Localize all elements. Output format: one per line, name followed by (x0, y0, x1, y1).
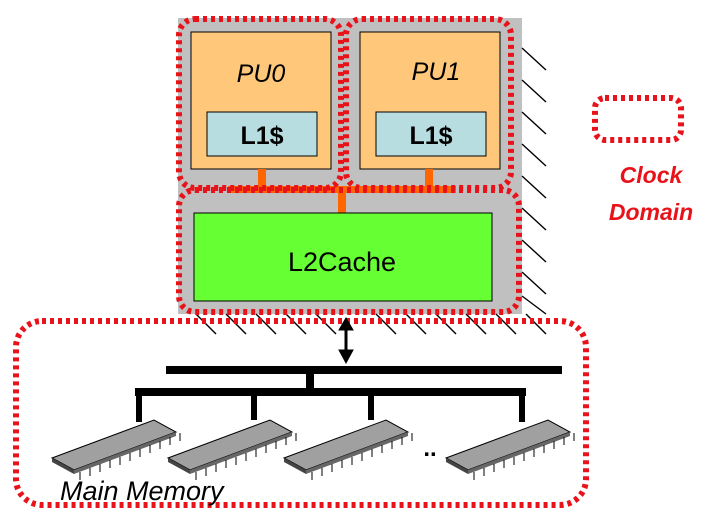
right-hatch-marks (521, 47, 547, 315)
legend-clock-label: Clock (620, 162, 684, 188)
pu0-label: PU0 (237, 60, 286, 88)
pu0-l1-label: L1$ (240, 122, 283, 150)
pu0-l1-box (206, 111, 318, 157)
bidirectional-arrow-icon (338, 317, 354, 365)
clock-domain-l2 (176, 187, 522, 315)
l2-cache-box (193, 212, 493, 302)
main-memory-label: Main Memory (60, 476, 225, 506)
memory-chip-icon (444, 419, 575, 480)
chip-ellipsis: .. (423, 435, 436, 462)
clock-domain-pu0 (176, 16, 344, 191)
memory-chip-icon (282, 419, 413, 480)
legend-domain-label: Domain (609, 199, 693, 225)
memory-chip-icon (50, 419, 181, 480)
clock-domain-outlines (13, 16, 684, 508)
memory-chip-icon (166, 419, 297, 480)
l2-cache-label: L2Cache (288, 247, 396, 277)
clock-domain-main-memory (13, 318, 589, 508)
legend-clock-domain-sample (592, 95, 684, 143)
pu1-l1-box (375, 111, 487, 157)
pu1-label: PU1 (412, 58, 461, 86)
pu1-l1-label: L1$ (409, 122, 452, 150)
memory-bus (135, 366, 562, 422)
